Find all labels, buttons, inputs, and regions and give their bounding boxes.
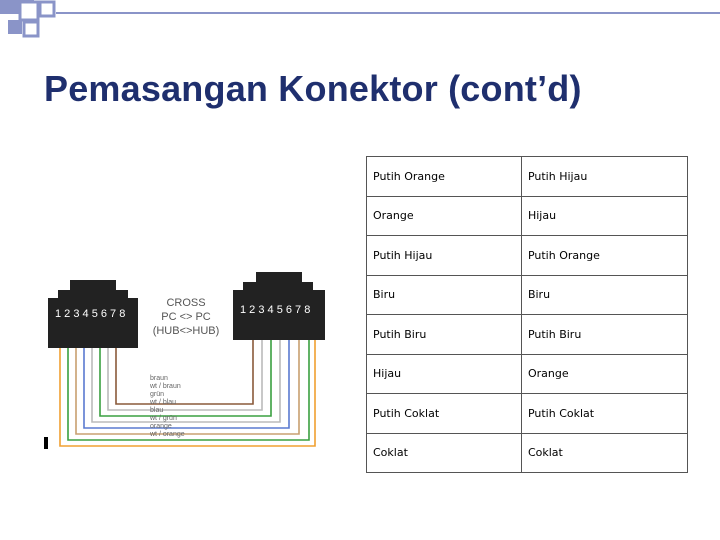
table-row: Putih Coklat Putih Coklat: [366, 393, 689, 434]
table-row: Coklat Coklat: [366, 432, 689, 473]
page-title: Pemasangan Konektor (cont’d): [44, 68, 582, 109]
header-decoration: [0, 0, 720, 38]
table-cell-left: Putih Hijau: [366, 235, 522, 276]
table-cell-right: Putih Biru: [520, 314, 689, 355]
cross-cable-diagram: 1 2 3 4 5 6 7 8 1 2 3 4 5 6 7 8 CROSS PC…: [48, 272, 325, 447]
table-cell-left: Putih Orange: [366, 156, 522, 197]
table-cell-right: Putih Orange: [520, 235, 689, 276]
table-cell-left: Coklat: [366, 432, 522, 473]
bullet-marker: [44, 437, 48, 449]
table-row: Orange Hijau: [366, 195, 689, 236]
table-cell-right: Orange: [520, 353, 689, 394]
table-row: Biru Biru: [366, 274, 689, 315]
wire-label: wt / blau: [149, 399, 176, 406]
table-row: Hijau Orange: [366, 353, 689, 394]
wire-label: braun: [150, 375, 168, 382]
wire-label: wt / braun: [149, 383, 181, 390]
wire-label: grün: [150, 391, 164, 398]
table-cell-left: Orange: [366, 195, 522, 236]
pin-mapping-table: Putih Orange Putih Hijau Orange Hijau Pu…: [366, 156, 689, 473]
left-connector: 1 2 3 4 5 6 7 8: [48, 280, 138, 348]
diagram-label-pc: PC <> PC: [161, 311, 211, 323]
table-cell-left: Putih Coklat: [366, 393, 522, 434]
table-cell-right: Coklat: [520, 432, 689, 473]
wires: [59, 340, 316, 447]
table-cell-left: Putih Biru: [366, 314, 522, 355]
wire-label: blau: [150, 407, 163, 414]
table-cell-right: Biru: [520, 274, 689, 315]
table-cell-left: Biru: [366, 274, 522, 315]
wire-label: wt / orange: [149, 431, 185, 438]
table-row: Putih Hijau Putih Orange: [366, 235, 689, 276]
table-row: Putih Biru Putih Biru: [366, 314, 689, 355]
table-cell-left: Hijau: [366, 353, 522, 394]
table-cell-right: Putih Hijau: [520, 156, 689, 197]
table-cell-right: Putih Coklat: [520, 393, 689, 434]
right-connector: 1 2 3 4 5 6 7 8: [233, 272, 325, 340]
wire-label: wt / grün: [149, 415, 177, 422]
table-cell-right: Hijau: [520, 195, 689, 236]
diagram-label-hub: (HUB<>HUB): [153, 325, 220, 337]
left-pin-numbers: 1 2 3 4 5 6 7 8: [55, 308, 125, 320]
diagram-label-cross: CROSS: [166, 297, 205, 309]
table-row: Putih Orange Putih Hijau: [366, 156, 689, 197]
right-pin-numbers: 1 2 3 4 5 6 7 8: [240, 304, 310, 316]
wire-label: orange: [150, 423, 172, 430]
